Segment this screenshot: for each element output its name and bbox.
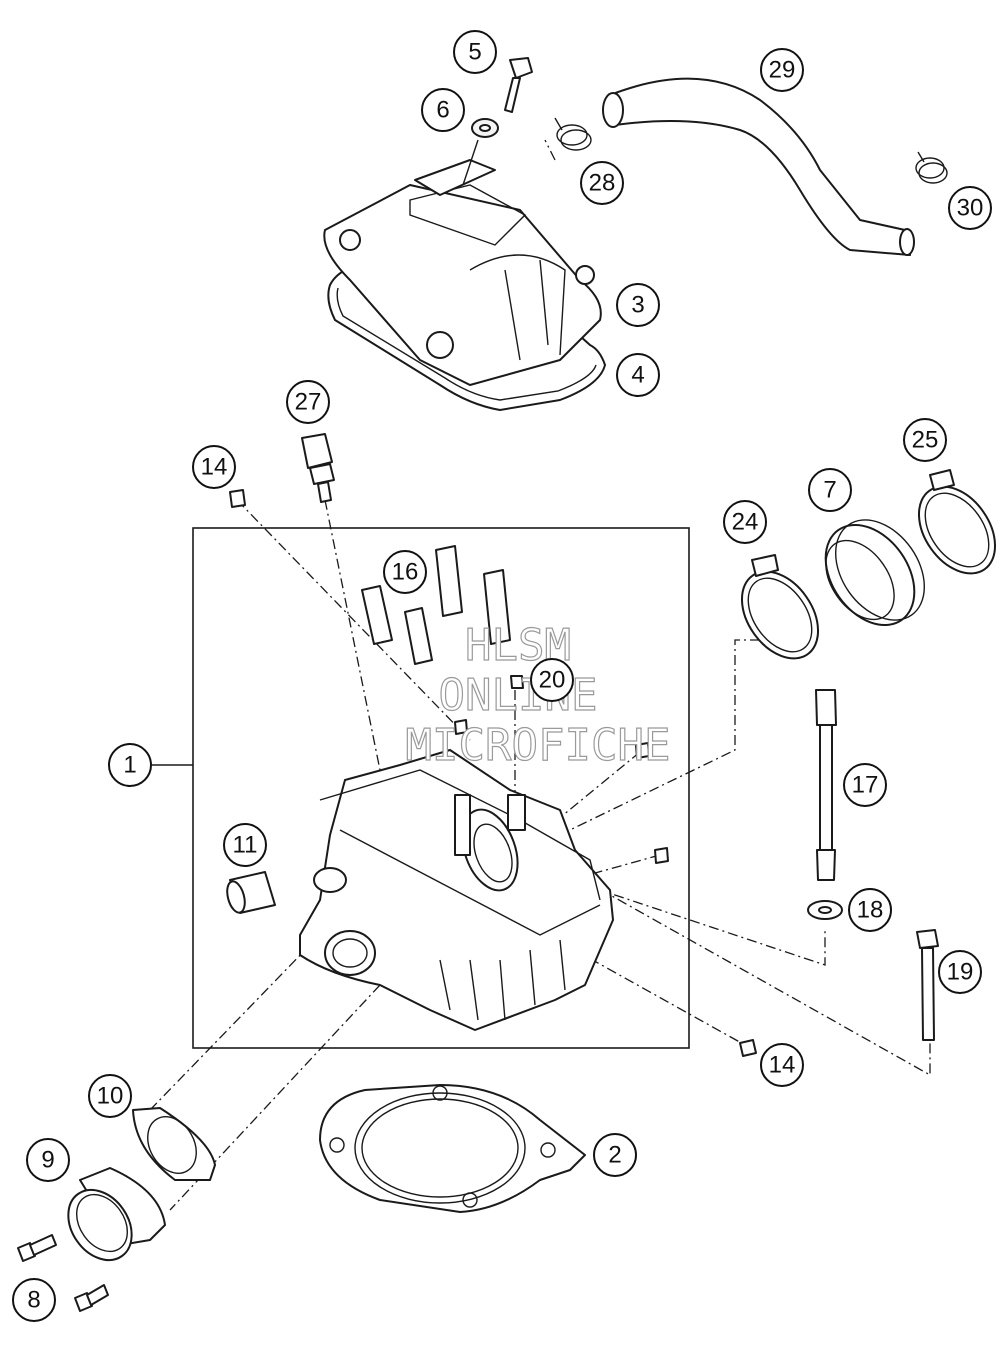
callout-label: 25 (912, 427, 939, 454)
callout-label: 6 (436, 97, 449, 124)
callout-28: 28 (580, 161, 624, 205)
callout-label: 27 (295, 389, 322, 416)
callout-1: 1 (108, 743, 152, 787)
cylinder-head-assembly-frame (192, 527, 690, 1049)
callout-label: 14 (769, 1052, 796, 1079)
callout-14-top: 14 (192, 445, 236, 489)
callout-18: 18 (848, 888, 892, 932)
stud-bolt (815, 689, 837, 881)
callout-11: 11 (223, 823, 267, 867)
callout-14-bottom: 14 (760, 1043, 804, 1087)
callout-label: 8 (27, 1287, 40, 1314)
temperature-sensor (301, 433, 335, 503)
callout-label: 30 (957, 195, 984, 222)
callout-29: 29 (760, 48, 804, 92)
callout-label: 2 (608, 1142, 621, 1169)
cylinder-head (299, 749, 614, 1031)
manifold-bolts (17, 1234, 109, 1312)
intake-gasket (132, 1107, 216, 1181)
callout-label: 29 (769, 57, 796, 84)
callout-label: 18 (857, 897, 884, 924)
callout-label: 19 (947, 959, 974, 986)
callout-30: 30 (948, 186, 992, 230)
valve-cover-bolt (504, 57, 533, 113)
watermark: HLSM ONLINE MICROFICHE (405, 619, 671, 771)
bolt-20-c (635, 742, 650, 759)
callout-24: 24 (723, 500, 767, 544)
hose-clip-28 (554, 117, 592, 151)
callout-9: 9 (26, 1138, 70, 1182)
callout-10: 10 (88, 1074, 132, 1118)
cylinder-head-gasket (319, 1084, 586, 1213)
callout-label: 7 (823, 477, 836, 504)
hose-clip-30 (915, 151, 948, 184)
bolt-14-top (229, 489, 246, 508)
callout-7: 7 (808, 468, 852, 512)
breather-hose (609, 77, 911, 256)
bolt-20-b (454, 719, 468, 735)
callout-label: 5 (468, 39, 481, 66)
intake-clamp-24 (740, 554, 820, 660)
bushing (226, 871, 276, 914)
callout-5: 5 (453, 30, 497, 74)
callout-2: 2 (593, 1133, 637, 1177)
alignment-lines (149, 139, 931, 1211)
washer (807, 900, 843, 920)
callout-label: 4 (631, 362, 644, 389)
callout-25: 25 (903, 418, 947, 462)
callout-label: 17 (852, 772, 879, 799)
intake-clamp-25 (917, 469, 997, 575)
valve-guides (361, 545, 511, 665)
bolt-20-d (654, 847, 669, 864)
callout-label: 11 (233, 832, 258, 859)
bolt-14-bottom (739, 1039, 757, 1057)
callout-27: 27 (286, 380, 330, 424)
callout-label: 20 (539, 667, 566, 694)
intake-rubber-flange (824, 519, 926, 627)
callout-6: 6 (421, 88, 465, 132)
callout-label: 14 (201, 454, 228, 481)
valve-cover (323, 184, 602, 386)
callout-19: 19 (938, 950, 982, 994)
bolt-20-a (510, 675, 524, 689)
callout-16: 16 (383, 550, 427, 594)
callout-label: 10 (97, 1083, 124, 1110)
callout-label: 3 (631, 292, 644, 319)
callout-label: 1 (123, 752, 136, 779)
callout-label: 28 (589, 170, 616, 197)
callout-4: 4 (616, 353, 660, 397)
callout-label: 24 (732, 509, 759, 536)
callout-label: 16 (392, 559, 419, 586)
long-bolt (916, 929, 939, 1041)
callout-label: 9 (41, 1147, 54, 1174)
callout-3: 3 (616, 283, 660, 327)
callout-17: 17 (843, 763, 887, 807)
callout-20: 20 (530, 658, 574, 702)
callout-8: 8 (12, 1278, 56, 1322)
intake-manifold (67, 1167, 166, 1262)
watermark-line-3: MICROFICHE (406, 720, 671, 771)
